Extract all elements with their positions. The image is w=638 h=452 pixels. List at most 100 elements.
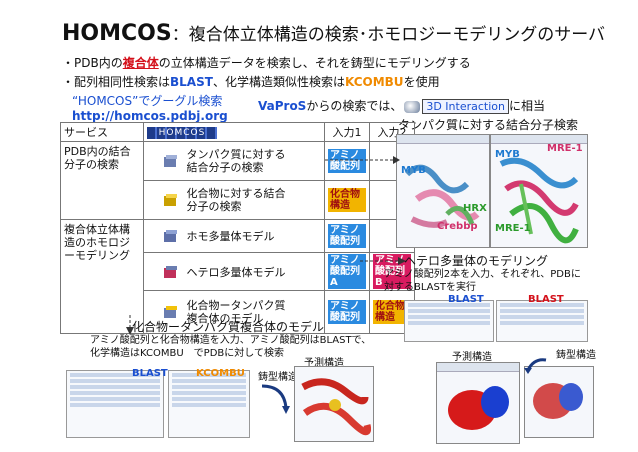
hetero-description: アミノ酸配列2本を入力、それぞれ、PDBに 対するBLASTを実行 (384, 268, 581, 294)
hetero-blast-window-1[interactable] (404, 300, 494, 342)
structure-viewer-left[interactable]: MYB Crebbp HRX (396, 134, 490, 248)
vapros-pre: からの検索では、 (306, 99, 403, 113)
vapros-post: に相当 (509, 99, 546, 113)
cp-kcombu-window[interactable] (168, 370, 250, 438)
predicted-structure-image (448, 386, 509, 430)
bullet-2-blast: BLAST (170, 75, 213, 89)
hetero-blast-label-1: BLAST (448, 294, 484, 305)
row-input1-cell: アミノ酸配列 (324, 141, 370, 181)
row-input1: 化合物構造 (328, 188, 366, 212)
hetero-title: ヘテロ多量体のモデリング (404, 254, 549, 268)
hetero-multimer-icon (163, 265, 178, 279)
compound-icon (163, 193, 178, 207)
row-label-cell: タンパク質に対する結合分子の検索 (143, 141, 325, 181)
title-subtitle: ：複合体立体構造の検索･ホモロジーモデリングのサーバ (171, 25, 606, 45)
hetero-curved-arrow (524, 358, 547, 374)
viewer-titlebar (437, 363, 519, 372)
table-row: 化合物に対する結合分子の検索 化合物構造 (61, 180, 415, 220)
arrow-to-cp (126, 315, 134, 335)
row-label-cell: ヘテロ多量体モデル (143, 252, 325, 291)
3d-logo-icon (404, 100, 421, 113)
bullet-1-pre: ・PDB内の (62, 56, 123, 70)
table-row: PDB内の結合分子の検索 タンパク質に対する結合分子の検索 アミノ酸配列 (60, 141, 415, 220)
compound-protein-icon (163, 305, 178, 319)
table-header-row: サービス HOMCOS 入力1 入力2 (60, 122, 415, 142)
label-myb-right: MYB (495, 149, 520, 160)
viewer-titlebar (491, 135, 587, 144)
cp-kcombu-label: KCOMBU (196, 368, 245, 379)
table-row: ヘテロ多量体モデル アミノ酸配列A アミノ酸配列B (61, 252, 415, 291)
vapros-name: VaProS (258, 99, 307, 113)
row-input1: アミノ酸配列A (328, 254, 366, 289)
bullet-2-kcombu: KCOMBU (344, 75, 404, 89)
row-input2: アミノ酸配列B (373, 254, 411, 289)
header-input1: 入力1 (324, 122, 370, 142)
row-label-cell: 化合物に対する結合分子の検索 (143, 180, 325, 220)
bullet-1-post: の立体構造データを検索し、それを鋳型にモデリングする (158, 56, 471, 70)
label-crebbp: Crebbp (437, 221, 478, 232)
row-input2-cell: アミノ酸配列B (369, 252, 415, 291)
hetero-template-structure[interactable] (524, 366, 594, 438)
structure-viewer-right[interactable]: MYB MRE-1 MRE-1 (490, 134, 588, 248)
template-structure-image (533, 383, 583, 419)
cp-desc-line1: アミノ酸配列と化合物構造を入力、アミノ酸配列はBLASTで、 (90, 335, 372, 346)
cp-desc-line2: 化学構造はKCOMBU でPDBに対して検索 (90, 348, 284, 359)
viewer-titlebar (397, 135, 489, 144)
cp-blast-label: BLAST (132, 368, 168, 379)
row-label-cell: 化合物ータンパク質複合体のモデル (143, 290, 325, 334)
bullet-2-mid: 、化学構造類似性検索は (212, 75, 345, 89)
google-line: “HOMCOS”でグーグル検索 (72, 94, 223, 108)
label-myb-left: MYB (401, 165, 426, 176)
bullet-1-highlight: 複合体 (122, 56, 159, 70)
cp-curved-arrow (261, 384, 290, 414)
row-label-cell: ホモ多量体モデル (143, 219, 325, 253)
cp-structure-image (301, 378, 372, 436)
bullet-2: ・配列相同性検索はBLAST、化学構造類似性検索はKCOMBUを使用 (62, 73, 440, 90)
cp-predicted-label: 予測構造 (304, 358, 344, 369)
homo-multimer-icon (163, 229, 178, 243)
3d-interaction-button[interactable]: 3D Interaction (422, 99, 509, 114)
row-input1-cell: 化合物構造 (324, 180, 370, 220)
hetero-predicted-label: 予測構造 (452, 352, 492, 363)
table-row: 化合物ータンパク質複合体のモデル アミノ酸配列 化合物構造 (61, 290, 415, 334)
hetero-blast-window-2[interactable] (496, 300, 588, 342)
hetero-blast-label-2: BLAST (528, 294, 564, 305)
arrow-to-hetero (360, 257, 406, 265)
row-label: 化合物に対する結合分子の検索 (186, 187, 286, 213)
page-title: HOMCOS：複合体立体構造の検索･ホモロジーモデリングのサーバ (62, 20, 605, 46)
header-logo-cell: HOMCOS (143, 122, 325, 142)
arrow-to-structures (325, 156, 400, 164)
title-main: HOMCOS (62, 21, 172, 46)
row-label: 化合物ータンパク質複合体のモデル (186, 299, 286, 325)
label-hrx: HRX (463, 203, 487, 214)
header-service: サービス (60, 122, 144, 142)
row-input1: アミノ酸配列 (328, 224, 366, 248)
homcos-url-link[interactable]: http://homcos.pdbj.org (72, 109, 228, 123)
homcos-logo: HOMCOS (147, 127, 217, 139)
row-input1-cell: アミノ酸配列A (324, 252, 370, 291)
bullet-1: ・PDB内の複合体の立体構造データを検索し、それを鋳型にモデリングする (62, 54, 471, 71)
protein-structure-image (499, 157, 579, 244)
bullet-2-pre: ・配列相同性検索は (62, 75, 171, 89)
bullet-2-post: を使用 (403, 75, 440, 89)
cp-predicted-structure[interactable] (294, 366, 374, 442)
group-pdb-search: PDB内の結合分子の検索 (60, 141, 144, 220)
row-input1-cell: アミノ酸配列 (324, 290, 370, 334)
row-label: ホモ多量体モデル (186, 230, 275, 243)
service-table: サービス HOMCOS 入力1 入力2 PDB内の結合分子の検索 タンパク質に対… (60, 122, 415, 334)
google-search-note: “HOMCOS”でグーグル検索 http://homcos.pdbj.org (72, 94, 228, 124)
cp-blast-window[interactable] (66, 370, 164, 438)
hetero-template-label: 鋳型構造 (556, 350, 596, 361)
row-label: タンパク質に対する結合分子の検索 (186, 148, 286, 174)
hetero-predicted-structure[interactable] (436, 362, 520, 444)
row-input1: アミノ酸配列 (328, 149, 366, 173)
row-label: ヘテロ多量体モデル (186, 265, 286, 279)
label-mre1-bottom: MRE-1 (495, 223, 531, 234)
label-mre1-top: MRE-1 (547, 143, 583, 154)
hetero-desc-line1: アミノ酸配列2本を入力、それぞれ、PDBに (384, 269, 581, 280)
protein-search-title: タンパク質に対する結合分子検索 (398, 118, 579, 132)
cp-description: アミノ酸配列と化合物構造を入力、アミノ酸配列はBLASTで、 化学構造はKCOM… (90, 334, 371, 360)
cp-title: 化合物ータンパク質複合体のモデル (132, 320, 325, 334)
protein-icon (163, 154, 178, 168)
row-input1-cell: アミノ酸配列 (324, 219, 370, 253)
